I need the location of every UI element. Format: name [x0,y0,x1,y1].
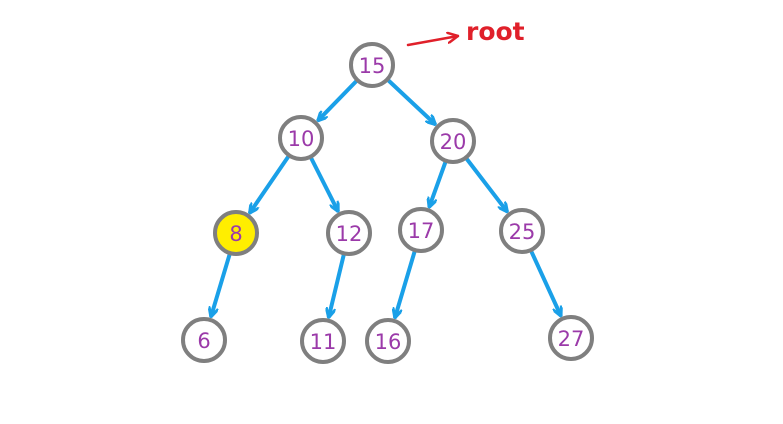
node-label: 12 [336,222,363,246]
node-circle [499,208,545,254]
node-label: 20 [440,130,467,154]
node-circle [181,317,227,363]
node-label: 15 [359,54,386,78]
tree-node-6: 6 [181,317,227,363]
node-label: 11 [310,330,337,354]
node-label: 25 [509,220,536,244]
node-label: 16 [375,330,402,354]
node-circle [326,210,372,256]
edge-n17-to-n16 [395,250,417,317]
tree-node-8: 8 [213,210,259,256]
node-circle [349,42,395,88]
node-circle [430,118,476,164]
root-pointer-arrow [406,36,460,47]
edge-n12-to-n11 [329,253,346,316]
edge-n10-to-n8 [250,154,291,212]
node-label: 6 [197,329,210,353]
node-label: 8 [229,222,242,246]
node-label: 17 [408,219,435,243]
edge-n25-to-n27 [529,249,561,315]
tree-node-16: 16 [365,318,411,364]
node-circle [548,315,594,361]
tree-node-27: 27 [548,315,594,361]
tree-node-12: 12 [326,210,372,256]
nodes-layer: 15 10 20 8 12 17 25 6 11 16 27 [181,42,594,364]
node-label: 27 [558,327,585,351]
highlighted-node-circle [213,210,259,256]
edge-n20-to-n25 [464,157,507,211]
edge-n15-to-n10 [318,79,358,120]
edges-layer [211,78,561,317]
edge-n10-to-n12 [309,156,340,211]
node-circle [365,318,411,364]
node-circle [300,318,346,364]
node-circle [398,207,444,253]
node-circle [278,115,324,161]
tree-node-15: 15 [349,42,395,88]
tree-node-10: 10 [278,115,324,161]
root-annotation: root [406,17,525,47]
edge-n20-to-n17 [429,160,448,207]
tree-node-25: 25 [499,208,545,254]
root-label: root [466,17,525,46]
edge-n15-to-n20 [386,78,435,124]
tree-node-17: 17 [398,207,444,253]
tree-node-11: 11 [300,318,346,364]
node-label: 10 [288,127,315,151]
edge-n8-to-n6 [211,253,232,316]
tree-node-20: 20 [430,118,476,164]
